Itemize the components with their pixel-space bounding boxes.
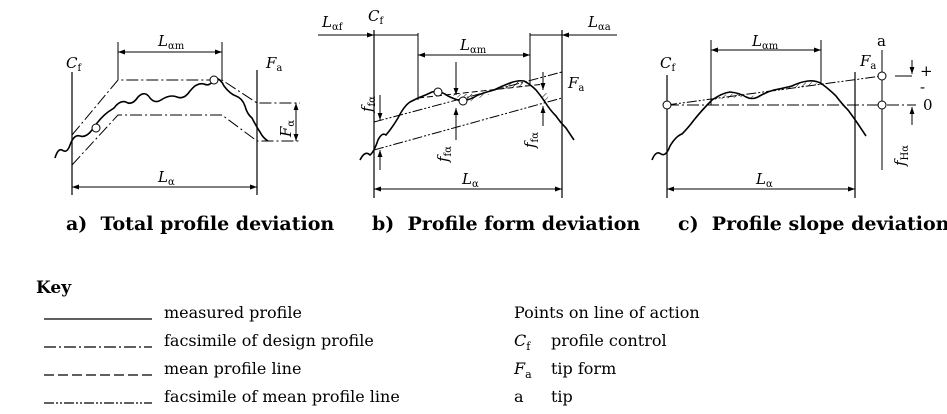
caption-c: c) Profile slope deviation bbox=[678, 213, 947, 235]
zero-label-c: 0 bbox=[923, 96, 933, 114]
caption-a: a) Total profile deviation bbox=[66, 213, 334, 235]
hatch-area-c2 bbox=[770, 82, 820, 92]
fa-tip-label-b: Fa bbox=[567, 74, 584, 94]
tip-label-c: a bbox=[877, 32, 886, 50]
laa-label-b: Lαa bbox=[587, 13, 611, 33]
design-profile-upper-a bbox=[71, 79, 300, 136]
la-label-b: Lα bbox=[461, 170, 479, 190]
key-label-measured: measured profile bbox=[164, 303, 302, 322]
point-cf-a bbox=[91, 123, 101, 133]
panel-b-labels: Lαf Cf Lαm Lαa Fa ffα ffα ffα Lα bbox=[321, 7, 611, 190]
laf-label-b: Lαf bbox=[321, 13, 344, 33]
caption-c-id: c) bbox=[678, 213, 699, 235]
point-a-lower-c bbox=[877, 100, 887, 110]
fa-tip-label-c: Fa bbox=[859, 52, 876, 72]
point-fa-b bbox=[458, 96, 468, 106]
point-desc-cf: profile control bbox=[551, 331, 667, 350]
caption-b: b) Profile form deviation bbox=[372, 213, 640, 235]
minus-label-c: - bbox=[920, 78, 925, 96]
dashed-line-sample bbox=[44, 374, 152, 376]
key-label-mean-facsimile: facsimile of mean profile line bbox=[164, 387, 400, 406]
solid-line-sample bbox=[44, 318, 152, 320]
caption-a-id: a) bbox=[66, 213, 88, 235]
measured-profile-c bbox=[651, 80, 867, 161]
point-desc-fa: tip form bbox=[551, 359, 617, 378]
la-label-a: Lα bbox=[157, 168, 175, 188]
caption-a-text: Total profile deviation bbox=[100, 213, 335, 235]
point-a-upper-c bbox=[877, 71, 887, 81]
point-cf-c bbox=[662, 100, 672, 110]
panel-c-labels: Cf Lαm a Fa + - 0 fHα Lα bbox=[660, 32, 933, 190]
mean-line-lower-b bbox=[373, 97, 563, 151]
design-profile-lower-a bbox=[71, 114, 300, 166]
dash-dot-dot-line-sample bbox=[44, 402, 152, 404]
caption-b-text: Profile form deviation bbox=[407, 213, 641, 235]
hatch-area-b3 bbox=[540, 92, 550, 103]
fha-label-c: fHα bbox=[891, 145, 911, 167]
panel-a bbox=[54, 42, 300, 195]
panel-a-labels: Cf Fa Lαm Lα Fα bbox=[66, 32, 297, 188]
lam-label-b: Lαm bbox=[459, 36, 487, 56]
ffa-label-right-b: ffα bbox=[521, 132, 541, 149]
cf-label-c: Cf bbox=[660, 54, 676, 74]
lam-label-c: Lαm bbox=[751, 32, 779, 52]
point-desc-a: tip bbox=[551, 387, 573, 406]
panel-c bbox=[651, 40, 916, 198]
fa-tip-label-a: Fa bbox=[265, 54, 282, 74]
point-symbol-cf: Cf bbox=[514, 331, 531, 354]
caption-c-text: Profile slope deviation bbox=[711, 213, 947, 235]
measured-profile-a bbox=[54, 77, 269, 159]
point-symbol-a: a bbox=[514, 387, 524, 406]
ffa-label-left-b: ffα bbox=[358, 96, 378, 113]
hatch-area-b2 bbox=[495, 81, 545, 90]
key-label-mean: mean profile line bbox=[164, 359, 302, 378]
measured-profile-b bbox=[359, 79, 575, 161]
ffa-label-mid-b: ffα bbox=[434, 146, 454, 163]
la-label-c: Lα bbox=[755, 170, 773, 190]
plus-label-c: + bbox=[920, 62, 933, 80]
point-cf-b bbox=[433, 87, 443, 97]
cf-label-b: Cf bbox=[368, 7, 384, 27]
point-fa-a bbox=[209, 75, 219, 85]
dash-dot-line-sample bbox=[44, 346, 152, 348]
point-symbol-fa: Fa bbox=[514, 359, 532, 382]
points-title: Points on line of action bbox=[514, 303, 700, 322]
cf-label-a: Cf bbox=[66, 54, 82, 74]
panel-b bbox=[318, 30, 617, 198]
caption-b-id: b) bbox=[372, 213, 395, 235]
lam-label-a: Lαm bbox=[157, 32, 185, 52]
fa-dev-label-a: Fα bbox=[277, 120, 297, 138]
hatch-area-c1 bbox=[712, 93, 760, 100]
key-label-design: facsimile of design profile bbox=[164, 331, 374, 350]
key-title: Key bbox=[36, 278, 72, 298]
